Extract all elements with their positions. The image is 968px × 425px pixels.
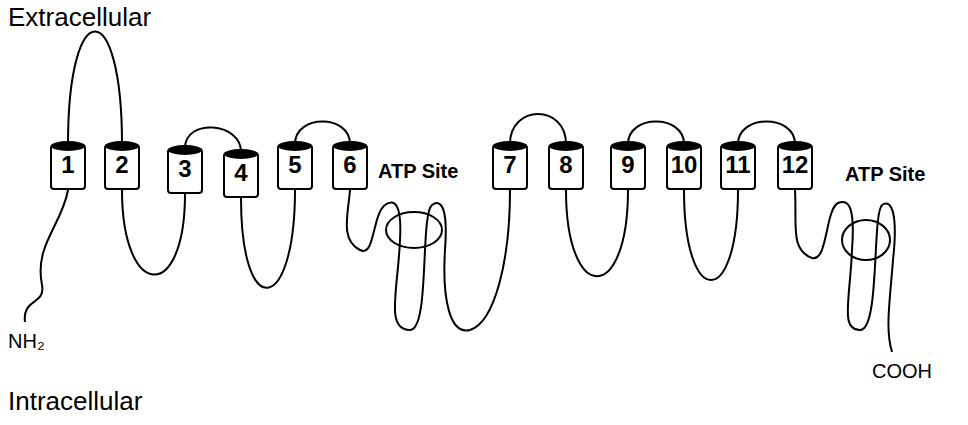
helix-number: 4 <box>223 161 259 185</box>
transmembrane-helix: 2 <box>104 140 140 190</box>
region-label: Intracellular <box>8 386 142 417</box>
helix-number: 11 <box>720 153 756 177</box>
atp-site-circle <box>386 212 442 248</box>
helix-number: 1 <box>50 153 86 177</box>
atp-site-circle <box>842 220 890 260</box>
transmembrane-helix: 12 <box>777 140 813 190</box>
transmembrane-helix: 5 <box>277 140 313 190</box>
transmembrane-helix: 8 <box>548 140 584 190</box>
chain-loop <box>241 190 295 288</box>
c-terminal-tail <box>795 190 895 352</box>
region-label: COOH <box>872 360 932 383</box>
helix-number: 5 <box>277 153 313 177</box>
chain-loop <box>347 190 510 330</box>
transmembrane-helix: 11 <box>720 140 756 190</box>
transmembrane-helix: 7 <box>492 140 528 190</box>
transmembrane-helix: 1 <box>50 140 86 190</box>
helix-number: 10 <box>666 153 702 177</box>
chain-loop <box>566 190 628 276</box>
helix-number: 7 <box>492 153 528 177</box>
chain-loop <box>122 190 185 275</box>
transmembrane-helix: 6 <box>332 140 368 190</box>
helix-number: 8 <box>548 153 584 177</box>
helix-number: 6 <box>332 153 368 177</box>
n-terminal-tail <box>25 190 68 322</box>
helix-number: 12 <box>777 153 813 177</box>
region-label: ATP Site <box>378 160 458 183</box>
helix-number: 2 <box>104 153 140 177</box>
helix-number: 9 <box>610 153 646 177</box>
chain-loop <box>628 122 684 145</box>
chain-loop <box>684 190 738 280</box>
chain-loop <box>68 32 122 145</box>
transmembrane-helix: 10 <box>666 140 702 190</box>
helix-number: 3 <box>167 157 203 181</box>
region-label: ATP Site <box>845 163 925 186</box>
transmembrane-helix: 4 <box>223 148 259 198</box>
chain-loop <box>738 122 795 145</box>
chain-loop <box>510 114 566 144</box>
region-label: Extracellular <box>8 2 151 33</box>
transmembrane-helix: 3 <box>167 144 203 194</box>
chain-loop <box>295 122 350 145</box>
region-label: NH₂ <box>8 330 45 353</box>
transmembrane-helix: 9 <box>610 140 646 190</box>
